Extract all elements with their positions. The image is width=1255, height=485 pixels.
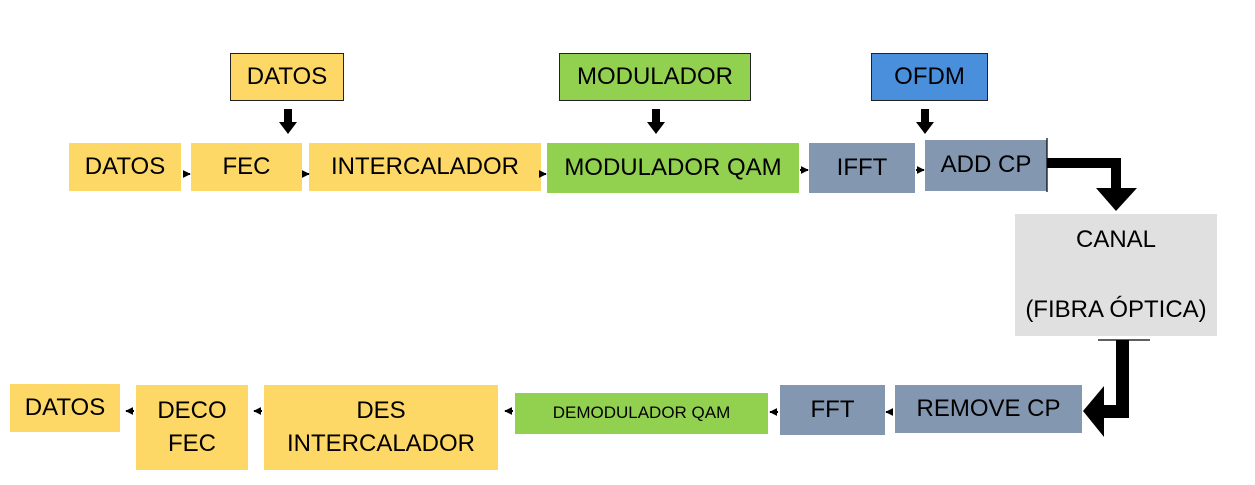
channel-medium-label: (FIBRA ÓPTICA) xyxy=(1025,295,1207,323)
tx-intercalador-block: INTERCALADOR xyxy=(309,143,541,191)
down-arrow-ofdm xyxy=(916,109,934,134)
top-label-datos: DATOS xyxy=(230,53,344,101)
rx-fft-block: FFT xyxy=(780,385,885,435)
rx-deco-fec-block: DECO FEC xyxy=(136,385,248,470)
rx-des-intercalador-block: DES INTERCALADOR xyxy=(264,385,498,470)
channel-label: CANAL xyxy=(1075,226,1157,253)
tx-ifft-block: IFFT xyxy=(809,143,915,193)
elbow-arrow-to-channel xyxy=(1047,158,1137,211)
elbow-arrow-from-channel xyxy=(1083,340,1129,437)
channel-block: CANAL (FIBRA ÓPTICA) xyxy=(1015,214,1217,336)
rx-demodulador-qam-block: DEMODULADOR QAM xyxy=(515,393,768,434)
tx-fec-block: FEC xyxy=(191,143,302,191)
down-arrow-modulador xyxy=(647,109,665,134)
down-arrow-datos xyxy=(279,109,297,134)
tx-modulador-qam-block: MODULADOR QAM xyxy=(547,143,799,193)
top-label-ofdm: OFDM xyxy=(871,53,988,101)
top-label-modulador: MODULADOR xyxy=(559,53,751,101)
tx-datos-block: DATOS xyxy=(69,143,181,191)
tx-add-cp-block: ADD CP xyxy=(925,140,1047,191)
rx-remove-cp-block: REMOVE CP xyxy=(895,385,1082,433)
rx-datos-block: DATOS xyxy=(10,384,120,432)
